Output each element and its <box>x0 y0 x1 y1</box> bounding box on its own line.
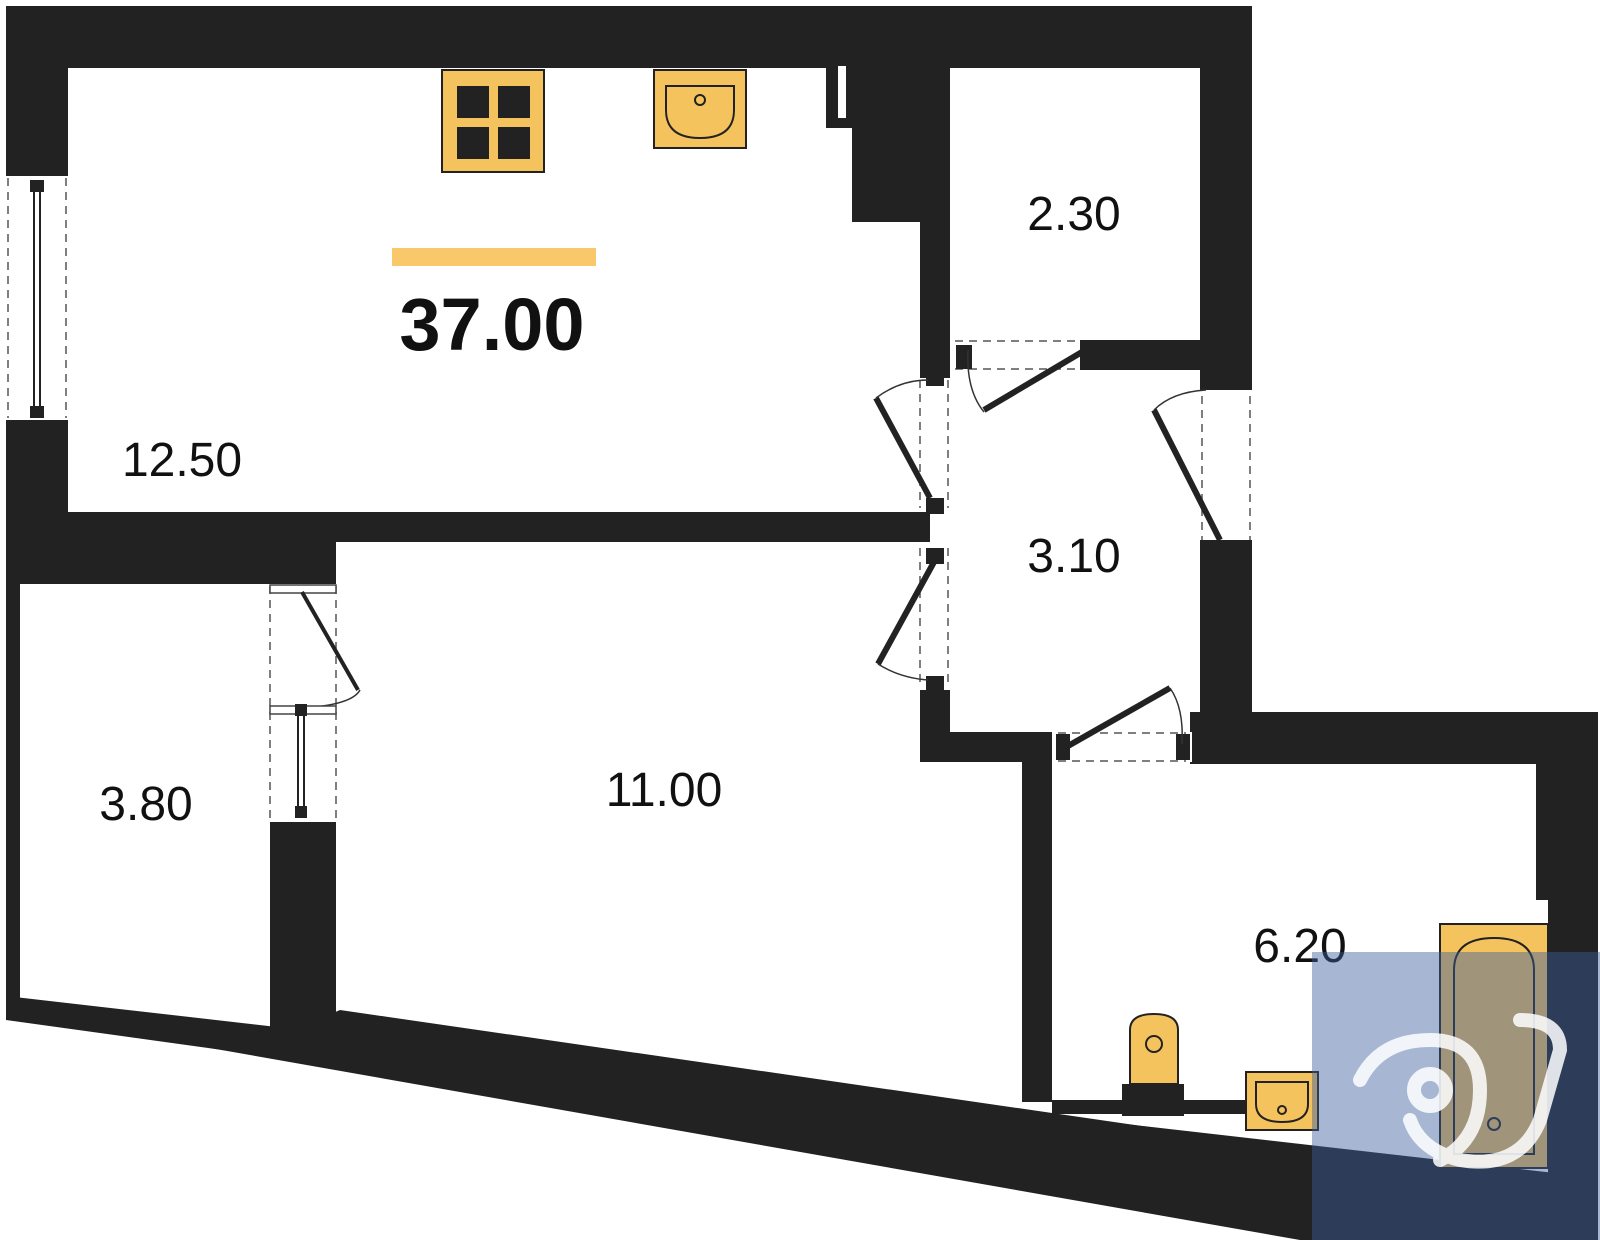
door-bedroom <box>875 542 950 692</box>
stove-icon <box>441 69 545 173</box>
wall-storage-right <box>1200 6 1252 378</box>
door-bathroom <box>1052 685 1192 762</box>
wall-bedroom-bath <box>1022 732 1052 1102</box>
room-area-hallway: 3.10 <box>1027 530 1120 583</box>
wall-bottom-band <box>6 996 1598 1238</box>
door-storage <box>950 340 1096 413</box>
total-area: 37.00 <box>399 283 584 366</box>
duct-inner <box>838 66 846 118</box>
wall-balcony-left <box>6 580 20 1000</box>
wall-storage-bottom <box>1090 340 1202 370</box>
door-kitchen-hall <box>873 370 950 514</box>
room-area-living-kitchen: 12.50 <box>122 434 242 487</box>
wall-bath-top <box>1190 712 1598 764</box>
wall-kitchen-storage <box>920 60 950 380</box>
toilet-icon <box>1122 1012 1184 1116</box>
room-area-balcony: 3.80 <box>99 778 192 831</box>
bathroom-sink-icon <box>1245 1071 1319 1131</box>
walls <box>6 6 1598 1240</box>
wall-left-upper <box>6 6 68 176</box>
wall-bath-right <box>1548 712 1598 1192</box>
wall-hall-right-low <box>1200 550 1252 732</box>
room-area-storage: 2.30 <box>1027 188 1120 241</box>
logo-watermark <box>1312 952 1600 1240</box>
total-accent-bar <box>392 248 596 266</box>
bath-niche <box>1536 762 1548 900</box>
wall-balcony-bedroom <box>270 822 336 1040</box>
room-area-bathroom: 6.20 <box>1253 920 1346 973</box>
wall-balcony-top <box>6 542 336 584</box>
balcony-door <box>269 584 361 822</box>
kitchen-sink-icon <box>653 69 747 149</box>
entrance-door <box>1151 378 1252 552</box>
duct-shaft <box>826 60 924 222</box>
room-area-bedroom: 11.00 <box>606 764 723 817</box>
wall-kitchen-bedroom <box>6 512 930 542</box>
window-left <box>6 176 68 420</box>
wall-top <box>6 6 1252 68</box>
